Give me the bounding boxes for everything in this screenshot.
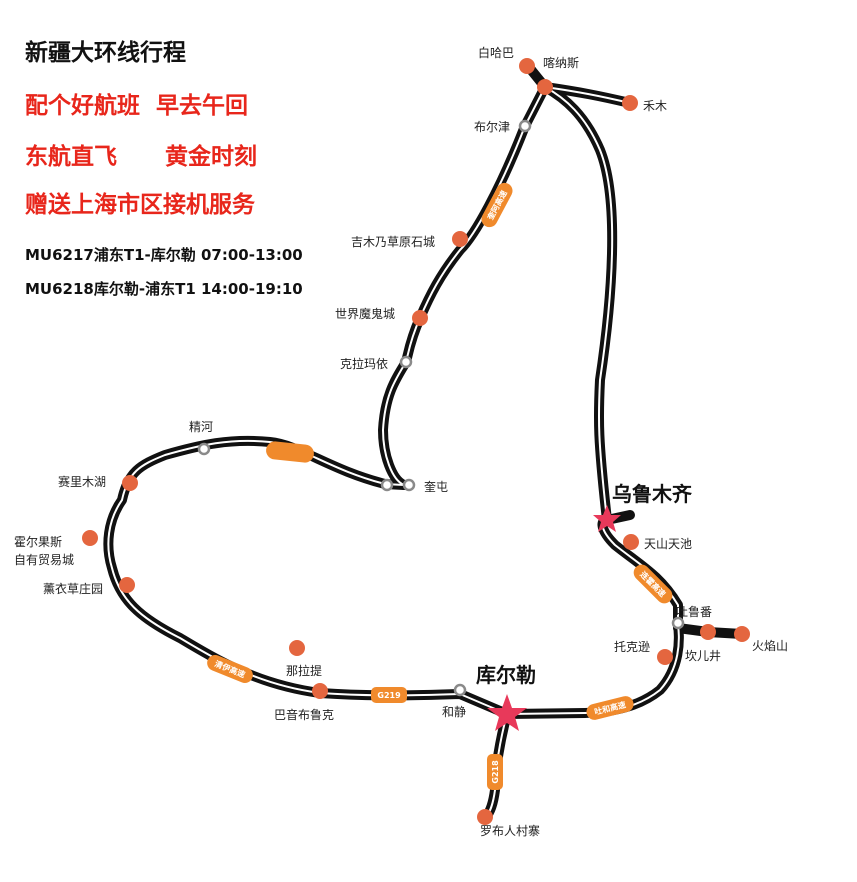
kuytun-station	[402, 478, 416, 492]
label-devil-city: 世界魔鬼城	[335, 306, 395, 321]
burqin-station	[518, 119, 532, 133]
hemu-dot	[622, 95, 638, 111]
label-karamay: 克拉玛依	[340, 356, 388, 371]
label-urumqi: 乌鲁木齐	[612, 482, 693, 506]
route-lines	[103, 61, 747, 822]
label-bayanbulak: 巴音布鲁克	[274, 707, 334, 722]
label-jinghe: 精河	[189, 420, 213, 434]
label-tianchi: 天山天池	[644, 537, 692, 551]
karamay-station	[399, 355, 413, 369]
kuytun-station-west	[380, 478, 394, 492]
hejing-station	[453, 683, 467, 697]
label-nalati: 那拉提	[286, 663, 322, 678]
label-luobu: 罗布人村寨	[480, 823, 540, 838]
label-khorgos-line2: 自有贸易城	[14, 553, 74, 567]
label-karez: 坎儿井	[685, 649, 721, 663]
road-shield-g219: G219	[371, 687, 407, 703]
nalati-dot	[289, 640, 305, 656]
label-sayram: 赛里木湖	[58, 474, 106, 489]
flaming-mountain-dot	[734, 626, 750, 642]
label-turpan: 吐鲁番	[676, 605, 712, 619]
label-baihaba: 白哈巴	[478, 45, 514, 60]
baihaba-dot	[519, 58, 535, 74]
label-khorgos-line1: 霍尔果斯	[14, 534, 62, 549]
road-shield-unnamed	[266, 441, 314, 463]
label-khorgos: 霍尔果斯 自有贸易城	[14, 534, 74, 567]
label-toksun: 托克逊	[614, 640, 650, 654]
flight-outbound: MU6217浦东T1-库尔勒 07:00-13:00	[25, 246, 303, 264]
page-title: 新疆大环线行程	[25, 40, 186, 66]
korla-star-icon	[487, 694, 527, 731]
road-shield-g218: G218	[487, 754, 503, 790]
promo-line-2: 东航直飞 黄金时刻	[25, 144, 258, 170]
turpan-station	[671, 616, 685, 630]
urumqi-star-icon	[593, 505, 621, 532]
khorgos-dot	[82, 530, 98, 546]
lavender-dot	[119, 577, 135, 593]
label-hemu: 禾木	[643, 99, 667, 113]
label-kanas: 喀纳斯	[543, 56, 579, 70]
luobu-dot	[477, 809, 493, 825]
sayram-dot	[122, 475, 138, 491]
label-flaming-mountain: 火焰山	[752, 638, 788, 653]
promo-line-1: 配个好航班 早去午回	[25, 93, 249, 119]
promo-line-3: 赠送上海市区接机服务	[25, 192, 255, 218]
label-burqin: 布尔津	[474, 119, 510, 134]
devil-city-dot	[412, 310, 428, 326]
karez-dot	[700, 624, 716, 640]
bayanbulak-dot	[312, 683, 328, 699]
jimunai-dot	[452, 231, 468, 247]
road-label-g218: G218	[491, 760, 500, 784]
jinghe-station	[197, 442, 211, 456]
label-hejing: 和静	[442, 705, 466, 719]
road-shield-tuhe: 吐和高速	[586, 696, 634, 720]
road-label-g219: G219	[377, 691, 401, 700]
label-lavender: 薰衣草庄园	[43, 581, 103, 596]
label-korla: 库尔勒	[476, 663, 536, 687]
kanas-dot	[537, 79, 553, 95]
road-shield-qingyi: 清伊高速	[207, 655, 253, 683]
flight-return: MU6218库尔勒-浦东T1 14:00-19:10	[25, 280, 303, 298]
toksun-dot	[657, 649, 673, 665]
label-kuytun: 奎屯	[424, 479, 448, 494]
label-jimunai: 吉木乃草原石城	[351, 235, 435, 249]
tianchi-dot	[623, 534, 639, 550]
